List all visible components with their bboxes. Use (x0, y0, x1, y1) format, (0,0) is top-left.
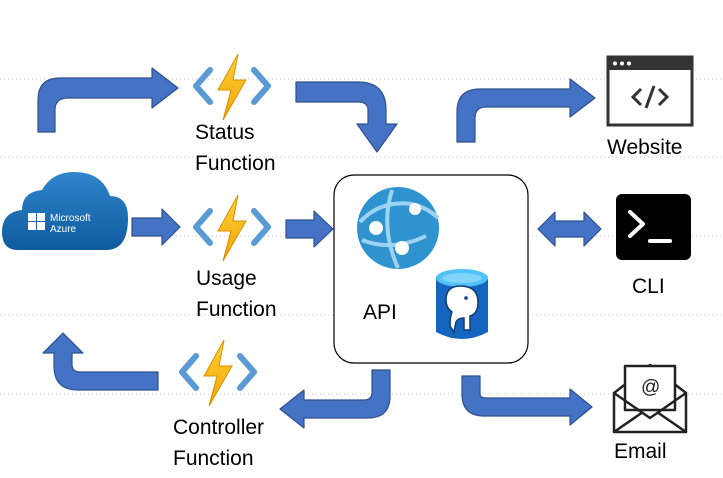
elephant-icon (445, 285, 479, 334)
arrow-cloud-to-status (37, 67, 179, 133)
arrow-api-cli-bidirectional (537, 211, 602, 247)
website-label: Website (607, 136, 683, 159)
usage-function-icon (196, 195, 268, 261)
arrow-status-to-api (295, 81, 398, 153)
arrow-api-to-website (456, 78, 596, 143)
usage-function-label-line2: Function (196, 298, 277, 321)
arrow-api-to-controller (279, 369, 391, 429)
postgresql-database-icon (436, 269, 488, 339)
cli-label: CLI (632, 275, 665, 298)
arrows (37, 67, 602, 429)
api-container (333, 174, 529, 364)
azure-cloud: Microsoft Azure (2, 172, 128, 250)
usage-function-label-line1: Usage (196, 267, 257, 290)
envelope-at-icon: @ (612, 363, 688, 434)
browser-code-icon (606, 55, 694, 127)
cloud-icon (2, 172, 128, 250)
arrow-controller-to-cloud (42, 332, 159, 391)
windows-logo-icon (28, 213, 45, 230)
cloud-brand-text: Microsoft (50, 213, 91, 224)
status-function-label-line2: Function (195, 152, 276, 175)
terminal-prompt-icon (616, 194, 691, 260)
arrow-api-to-email (461, 375, 593, 426)
controller-function-label-line1: Controller (173, 416, 265, 439)
email-label: Email (614, 440, 667, 463)
arrow-usage-to-api (285, 210, 334, 248)
app-service-icon (357, 187, 440, 269)
status-function-icon (196, 54, 268, 120)
controller-function-label-line2: Function (173, 447, 254, 470)
cloud-product-text: Azure (50, 224, 77, 235)
controller-function-icon (182, 340, 254, 406)
status-function-label-line1: Status (195, 121, 255, 144)
api-label: API (363, 301, 397, 324)
svg-text:@: @ (641, 377, 660, 398)
arrow-cloud-to-usage (131, 208, 181, 246)
